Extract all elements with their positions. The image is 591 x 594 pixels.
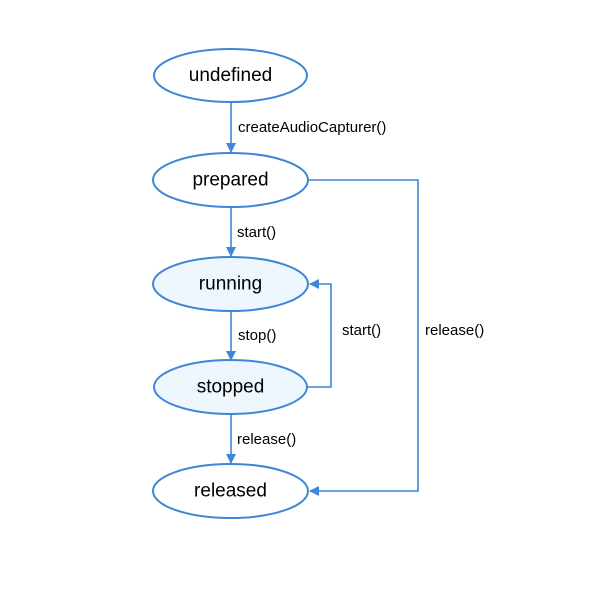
label-start-from-stopped: start() [342,322,381,339]
state-released-label: released [194,481,267,502]
state-prepared-label: prepared [192,170,268,191]
state-running: running [152,256,309,312]
state-undefined-shape [153,48,308,103]
state-prepared: prepared [152,152,309,208]
label-stop: stop() [238,327,276,344]
label-release-from-stopped: release() [237,431,296,448]
state-undefined-label: undefined [189,65,272,86]
state-running-label: running [199,274,262,295]
edge-prepared-to-released [309,179,419,496]
edge-stopped-to-running [307,279,332,388]
state-released-shape [152,463,309,519]
label-start-from-prepared: start() [237,224,276,241]
state-stopped-label: stopped [197,377,265,398]
state-stopped: stopped [153,359,308,415]
state-running-shape [152,256,309,312]
label-create-audio-capturer: createAudioCapturer() [238,119,386,136]
label-release-from-prepared: release() [425,322,484,339]
state-prepared-shape [152,152,309,208]
state-released: released [152,463,309,519]
state-stopped-shape [153,359,308,415]
state-undefined: undefined [153,48,308,103]
